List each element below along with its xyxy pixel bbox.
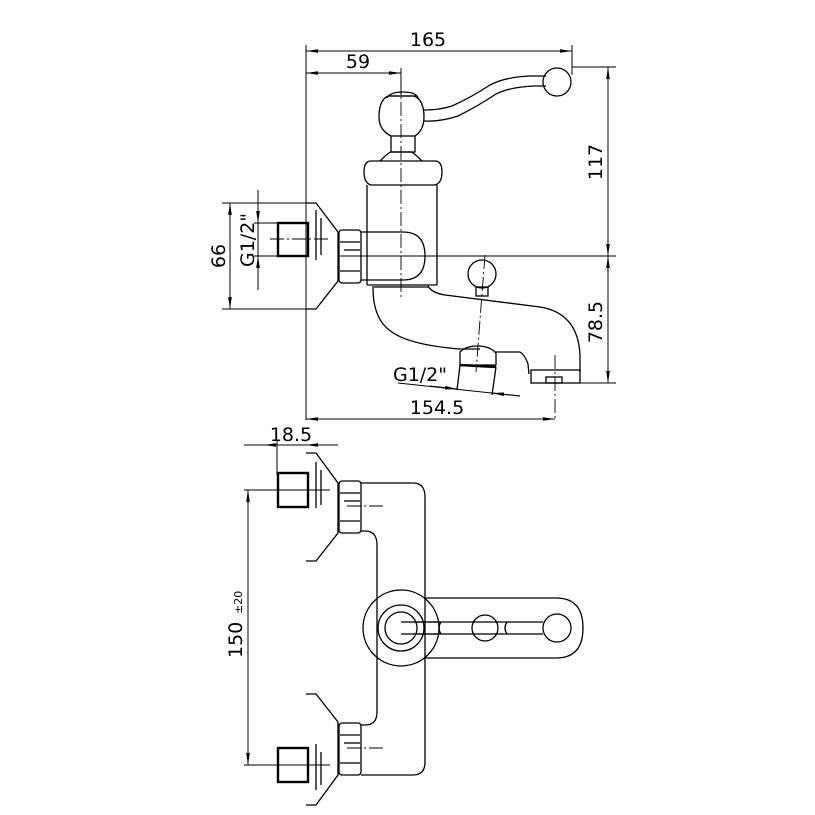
shower-outlet [456,345,497,396]
dimension-center-distance: 150 ±20 [225,489,330,766]
mixer-body [361,160,443,286]
side-view: 165 59 117 78.5 66 [208,29,616,421]
inlet-pipe [276,221,310,258]
dimension-total-width: 165 [306,29,573,75]
hex-nut-lower [338,722,385,776]
dim-label-outlet-thread: G1/2" [393,364,447,386]
diverter-knob [467,259,497,297]
hex-nut-side [338,229,362,284]
wall-flange [306,202,339,310]
dim-label-59: 59 [346,51,370,73]
dim-label-18-5: 18.5 [270,424,312,446]
dimension-inlet: 66 G1/2" [208,190,316,310]
lever-handle [378,67,572,162]
dimension-spout-reach: 154.5 [306,397,555,421]
dimension-vertical-right: 117 78.5 [572,66,616,384]
body-connector-outer [361,482,426,776]
spout [372,285,581,384]
dim-label-78-5: 78.5 [585,301,607,343]
dim-label-inlet-thread: G1/2" [237,213,259,267]
diverter-knob-top [471,614,499,642]
dim-label-66: 66 [208,244,230,268]
dim-label-150: 150 [225,622,247,658]
upper-eccentric [270,452,339,562]
hex-nut-upper [338,480,385,534]
dim-label-154-5: 154.5 [410,397,464,419]
dim-label-117: 117 [585,144,607,180]
lower-eccentric [270,693,339,806]
dimension-eccentric-depth: 18.5 [244,424,338,475]
dimension-outlet-thread: G1/2" [393,364,521,397]
top-view: 18.5 150 ±20 [225,424,584,806]
dim-label-tolerance: ±20 [232,591,245,614]
spout-top [362,589,584,667]
body-connector-inner [361,530,378,726]
dimension-handle-axis: 59 [306,51,402,95]
dim-label-165: 165 [410,29,446,51]
